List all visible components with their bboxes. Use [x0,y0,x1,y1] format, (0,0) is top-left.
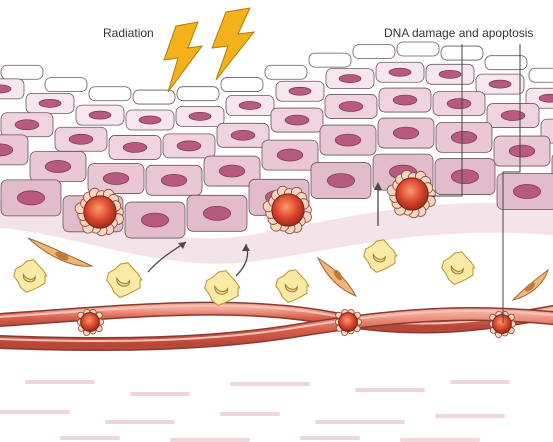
immune-cell-body [205,271,240,306]
epithelial-cell [89,87,131,101]
connective-fiber [315,420,405,424]
background-fibers [0,380,510,442]
immune-cell-body [14,260,47,293]
immune-cell [14,260,47,293]
cell-nucleus [17,191,44,205]
cell-nucleus [451,170,478,184]
connective-fiber [220,412,280,416]
epithelial-cell [265,65,307,79]
cell-nucleus [89,111,111,119]
cell-nucleus [513,185,540,199]
connective-fiber [60,436,120,440]
cell-nucleus [489,80,511,88]
connective-fiber [105,420,175,424]
immune-cell-body [107,263,142,298]
lightning-bolt-icon [164,22,202,92]
connective-fiber [355,388,425,392]
cell-nucleus [393,95,417,105]
connective-fiber [25,380,95,384]
immune-cell-body [276,270,309,303]
connective-fiber [170,438,250,442]
cell-nucleus [177,141,201,151]
cell-nucleus [393,127,419,139]
apoptotic-body [396,178,428,210]
epithelial-cell [45,78,87,92]
apoptotic-cell [335,309,361,335]
immune-cell [205,271,240,306]
cell-nucleus [277,149,303,161]
connective-fiber [400,438,480,442]
connective-fiber [0,410,70,414]
connective-fiber [230,382,310,386]
cell-nucleus [439,70,461,78]
immune-cell [442,252,475,284]
apoptotic-body [339,313,358,332]
cell-nucleus [447,99,471,109]
cell-nucleus [231,130,255,140]
cell-nucleus [219,165,245,177]
apoptotic-cell [489,311,515,337]
epithelial-cell [529,68,553,82]
immune-cell-body [364,240,397,272]
connective-fiber [130,392,190,396]
cell-nucleus [389,68,411,76]
cell-nucleus [203,206,230,220]
connective-fiber [300,436,360,440]
cell-nucleus [189,112,211,120]
immune-cell [107,263,142,298]
cell-nucleus [339,75,361,83]
cell-nucleus [123,142,147,152]
cell-nucleus [139,116,161,124]
cell-nucleus [39,99,61,107]
cell-nucleus [239,101,261,109]
cell-nucleus [335,134,361,146]
epithelial-cell [177,87,219,101]
epithelial-cell [353,45,395,59]
apoptotic-body [272,194,304,226]
cell-nucleus [289,87,311,95]
epithelial-cell [485,56,527,70]
apoptotic-body [493,315,512,334]
cell-nucleus [161,174,187,186]
apoptotic-body [84,196,116,228]
immune-cell [364,240,397,272]
immune-cell-body [442,252,475,284]
radiation-label: Radiation [103,26,154,40]
epithelial-cell [133,90,175,104]
epithelial-cell [309,53,351,67]
connective-fiber [450,380,510,384]
cell-nucleus [45,161,71,173]
connective-fiber [435,414,505,418]
immune-cell [276,270,309,303]
cell-nucleus [285,115,309,125]
apoptotic-body [81,313,100,332]
cell-nucleus [69,134,93,144]
epithelial-cell [397,42,439,56]
dna-damage-apoptosis-label: DNA damage and apoptosis [384,26,533,40]
apoptotic-cell [77,309,103,335]
epithelial-cell [221,78,263,92]
cell-nucleus [141,213,168,227]
cell-nucleus [15,120,39,130]
cell-nucleus [501,111,525,121]
cell-nucleus [103,173,129,185]
lightning-bolt-icon [212,8,254,80]
cell-nucleus [451,131,477,143]
cell-nucleus [327,174,354,188]
cell-nucleus [509,145,535,157]
epithelial-cell [1,65,43,79]
cell-nucleus [339,101,363,111]
